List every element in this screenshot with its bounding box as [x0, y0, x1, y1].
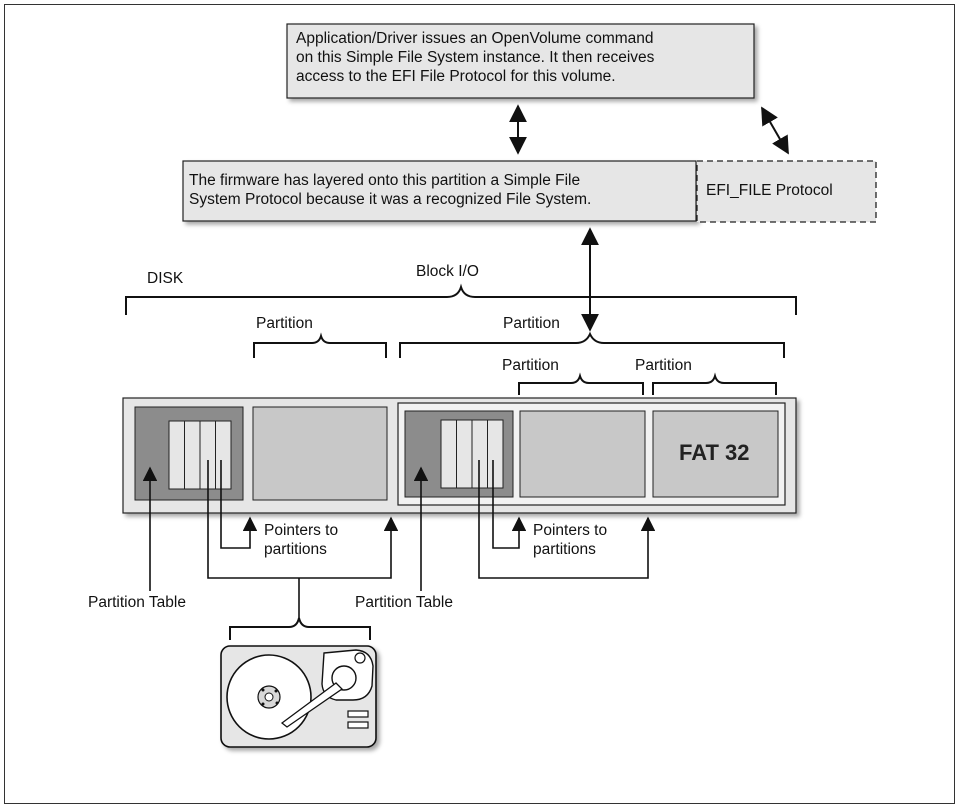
partition-sub2-label: Partition	[635, 357, 692, 374]
pointers-right-label-line2: partitions	[533, 541, 596, 558]
sub-partition-block	[519, 410, 646, 498]
app-efifile-arrow	[761, 106, 789, 155]
partition-table-left-label: Partition Table	[88, 594, 186, 611]
partition-sub1-label: Partition	[502, 357, 559, 374]
partition-left-label: Partition	[256, 315, 313, 332]
braces	[125, 283, 797, 640]
left-pointer-lines	[207, 460, 399, 618]
app-box-line-2: on this Simple File System instance. It …	[296, 49, 655, 66]
fat32-block	[652, 410, 779, 498]
app-box-line-3: access to the EFI File Protocol for this…	[296, 68, 616, 85]
efi-file-box	[696, 160, 877, 223]
partition-table-right-label: Partition Table	[355, 594, 453, 611]
firmware-box-text: The firmware has layered onto this parti…	[189, 171, 591, 209]
firmware-box	[182, 160, 697, 222]
disk-brace	[125, 283, 797, 315]
partition-sub1-brace	[518, 372, 644, 395]
disk-label: DISK	[147, 270, 184, 287]
disk-drive-brace	[229, 617, 371, 640]
fat32-label: FAT 32	[679, 440, 750, 465]
left-partition-block	[252, 406, 388, 501]
block-io-label: Block I/O	[416, 263, 479, 280]
partition-sub2-brace	[652, 372, 777, 395]
app-box-text: Application/Driver issues an OpenVolume …	[296, 29, 654, 86]
firmware-box-line-1: The firmware has layered onto this parti…	[189, 172, 581, 189]
right-pointer-lines	[478, 460, 656, 579]
pointers-left-label-line2: partitions	[264, 541, 327, 558]
hard-drive-icon	[220, 645, 377, 748]
pointers-left-label-line1: Pointers to	[264, 522, 339, 539]
firmware-box-line-2: System Protocol because it was a recogni…	[189, 191, 592, 208]
app-box	[286, 23, 755, 99]
partition-right-brace	[399, 331, 785, 358]
partition-left-brace	[253, 332, 387, 358]
app-box-line-1: Application/Driver issues an OpenVolume …	[296, 30, 654, 47]
pointers-right-label-line1: Pointers to	[533, 522, 608, 539]
efi-file-protocol-label: EFI_FILE Protocol	[706, 182, 833, 199]
partition-right-label: Partition	[503, 315, 560, 332]
